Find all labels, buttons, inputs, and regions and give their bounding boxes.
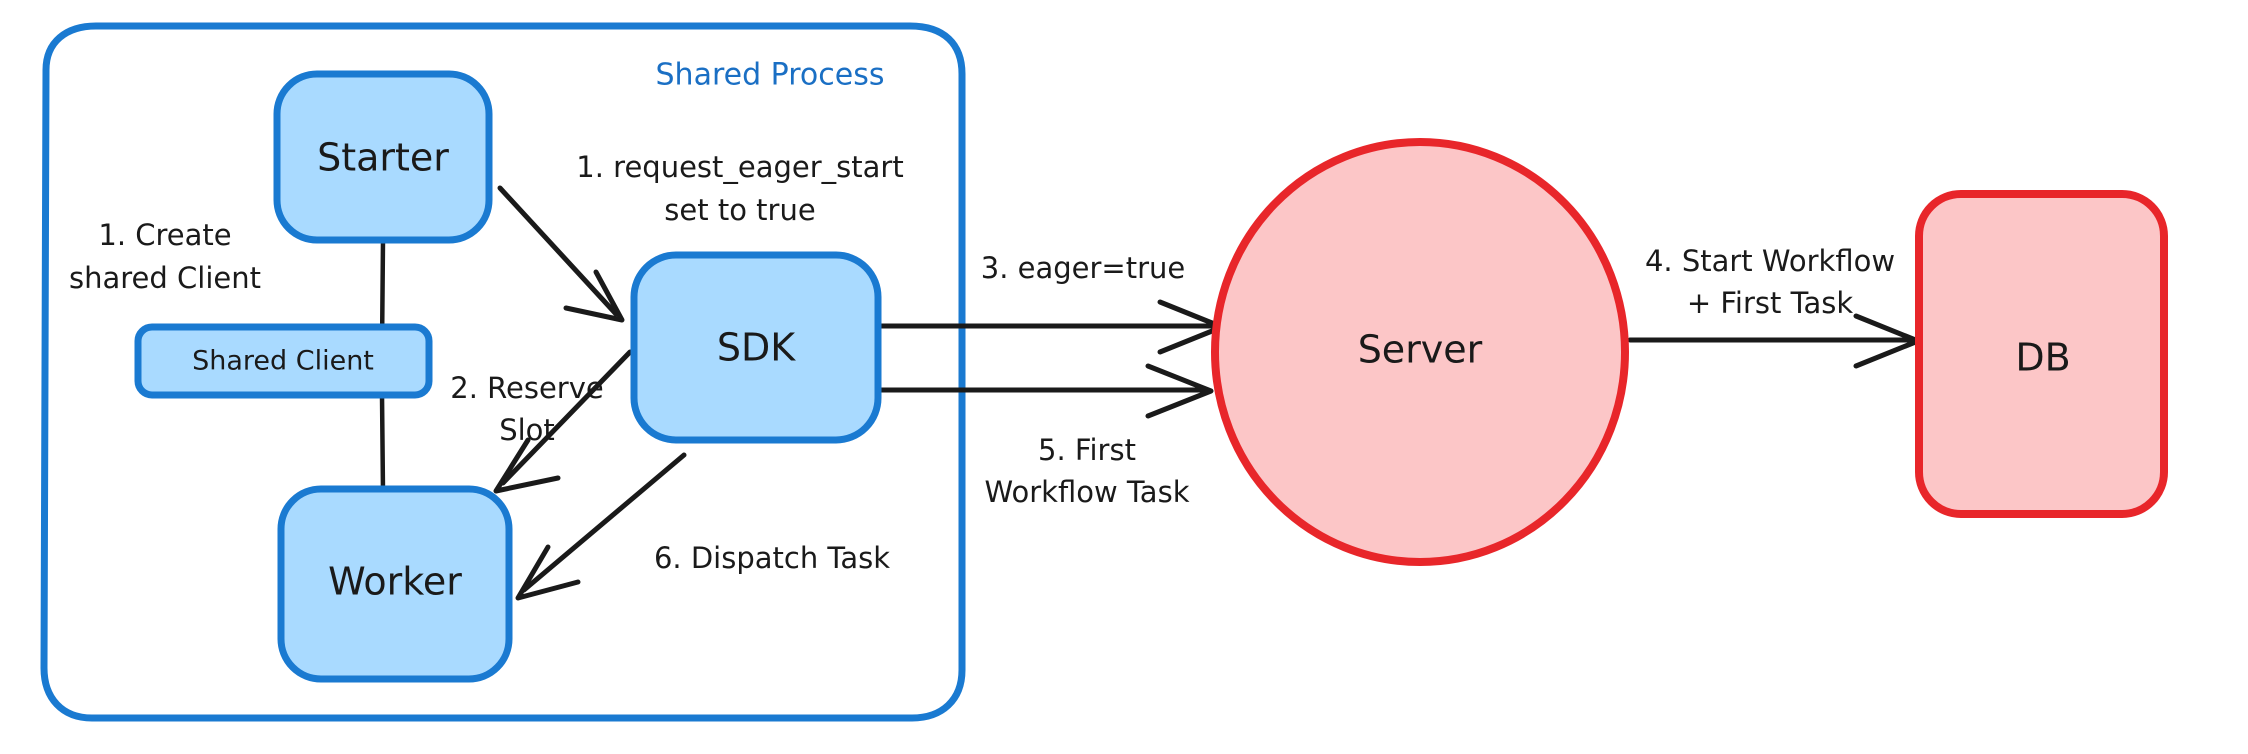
shared-client-box	[134, 323, 433, 399]
server-label: Server	[1358, 328, 1483, 372]
db-label: DB	[2015, 336, 2070, 380]
edge-label-line-1: 4. Start Workflow	[1645, 244, 1895, 278]
edge-label-line-2: shared Client	[69, 261, 261, 295]
edge-starter-sdk	[497, 185, 625, 323]
node-worker[interactable]: Worker	[277, 485, 513, 683]
sdk-label: SDK	[717, 326, 796, 370]
shared-client-label: Shared Client	[192, 346, 374, 377]
edge-label-request-eager-start: 1. request_eager_start set to true	[576, 150, 903, 227]
edge-label-start-workflow-first-task: 4. Start Workflow + First Task	[1645, 244, 1895, 320]
node-shared-client[interactable]: Shared Client	[134, 323, 433, 399]
edge-label-line-2: + First Task	[1687, 286, 1854, 320]
worker-box	[277, 485, 513, 683]
edge-sdk-server-first-task	[875, 363, 1214, 419]
node-sdk[interactable]: SDK	[630, 251, 882, 444]
starter-box	[273, 70, 493, 244]
node-server[interactable]: Server	[1211, 138, 1629, 566]
edge-label-create-shared-client: 1. Create shared Client	[69, 218, 261, 295]
sdk-box	[630, 251, 882, 444]
edge-label-first-workflow-task: 5. First Workflow Task	[985, 433, 1190, 509]
edge-label-line-2: set to true	[664, 193, 815, 227]
edge-label-eager-true: 3. eager=true	[981, 251, 1186, 285]
node-starter[interactable]: Starter	[273, 70, 493, 244]
edge-label-dispatch-task: 6. Dispatch Task	[654, 541, 890, 575]
worker-label: Worker	[328, 560, 462, 604]
edge-label-line-1: 6. Dispatch Task	[654, 541, 890, 575]
edge-server-db	[1627, 313, 1921, 369]
edge-label-line-1: 2. Reserve	[450, 371, 603, 405]
edge-label-reserve-slot: 2. Reserve Slot	[450, 371, 603, 447]
shared-process-label: Shared Process	[656, 58, 885, 93]
starter-label: Starter	[317, 136, 449, 180]
edge-label-line-1: 3. eager=true	[981, 251, 1186, 285]
node-db[interactable]: DB	[1915, 190, 2168, 518]
edge-shared-client-worker	[379, 392, 386, 495]
edge-label-line-2: Slot	[499, 413, 555, 447]
db-box	[1915, 190, 2168, 518]
edge-label-line-1: 1. Create	[98, 218, 231, 252]
edge-label-line-1: 1. request_eager_start	[576, 150, 903, 184]
edge-label-line-2: Workflow Task	[985, 475, 1190, 509]
edge-label-line-1: 5. First	[1038, 433, 1136, 467]
edge-sdk-worker-reserve	[493, 349, 633, 494]
server-ellipse	[1211, 138, 1629, 566]
edge-sdk-worker-dispatch	[515, 452, 687, 601]
